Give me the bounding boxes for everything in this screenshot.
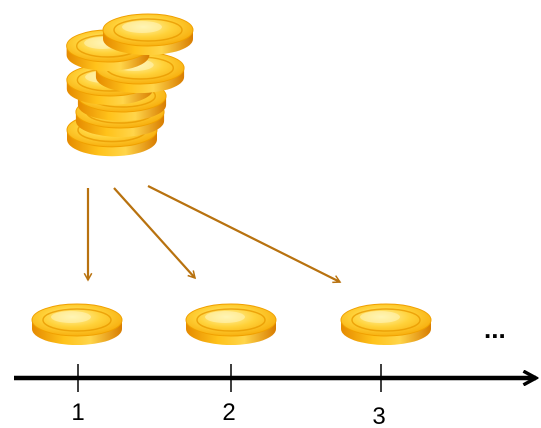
coin-icon — [340, 303, 432, 346]
coin-stack-icon — [65, 13, 194, 158]
arrow-to-coin-3 — [147, 185, 340, 282]
timeline-tick-label: 3 — [372, 403, 385, 428]
continuation-ellipsis: ... — [484, 314, 506, 344]
arrow-to-coin-2 — [113, 187, 195, 278]
timeline-axis — [14, 364, 536, 392]
coin-icon — [185, 303, 277, 346]
timeline-tick-label: 1 — [71, 399, 84, 426]
timeline-tick-label: 2 — [222, 399, 235, 426]
coin-icon — [31, 303, 123, 346]
payout-arrows — [88, 185, 340, 282]
